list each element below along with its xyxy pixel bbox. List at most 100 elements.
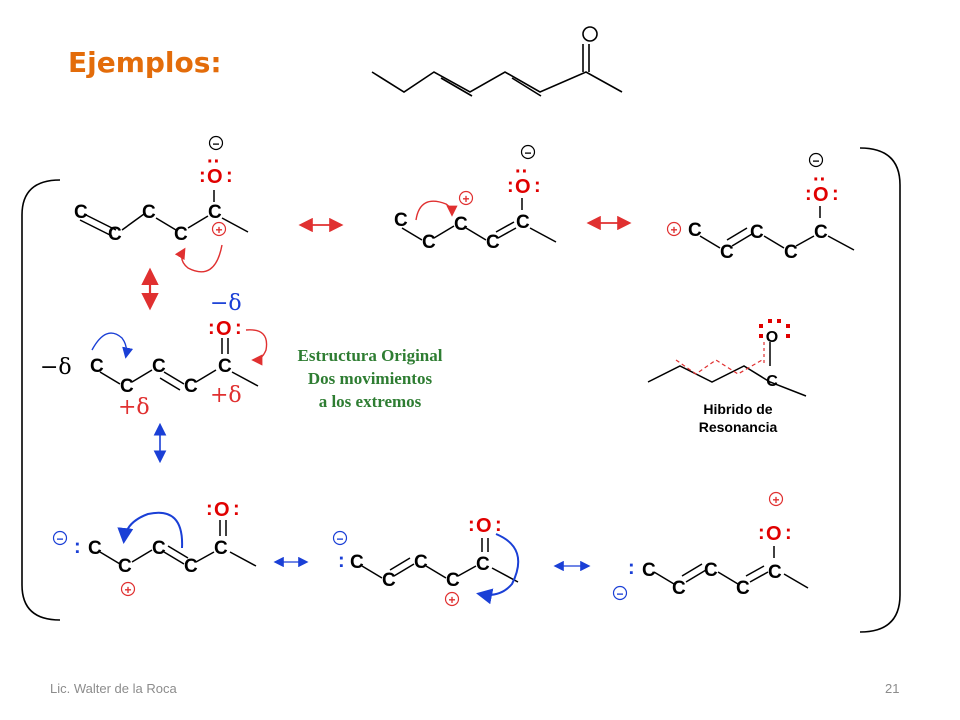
- plus-charge-circle: [666, 221, 682, 237]
- structure-1: C C C C C O : : ·· − +: [74, 135, 249, 273]
- minus-charge-circle: [520, 144, 536, 160]
- lone-pair-left: :: [758, 522, 765, 544]
- atom-c5: C: [218, 356, 232, 377]
- minus-charge-circle: [208, 135, 224, 151]
- atom-c1: C: [74, 202, 88, 223]
- minus-charge-circle: [332, 530, 348, 546]
- plus-charge-sign: +: [670, 223, 677, 237]
- atom-c4: C: [446, 570, 460, 591]
- curved-arrow-red: [245, 329, 268, 366]
- minus-charge-circle: [808, 152, 824, 168]
- atom-c3: C: [152, 356, 166, 377]
- right-bracket: [859, 147, 901, 633]
- atom-c5: C: [768, 562, 782, 583]
- plus-charge-circle: [768, 491, 784, 507]
- atom-c5: C: [208, 202, 222, 223]
- atom-c1: C: [642, 560, 656, 581]
- partial-positive-left: +δ: [118, 395, 150, 420]
- atom-c5: C: [476, 554, 490, 575]
- caption-line-2: Dos movimientos: [308, 369, 433, 388]
- atom-c2: C: [120, 376, 134, 397]
- plus-charge-circle: [211, 221, 227, 237]
- minus-charge-sign: −: [524, 146, 531, 160]
- atom-c4: C: [184, 376, 198, 397]
- atom-c1: C: [688, 220, 702, 241]
- atom-c1: C: [350, 552, 364, 573]
- hybrid-label-1: Hibrido de: [703, 401, 772, 417]
- plus-charge-circle: [458, 190, 474, 206]
- minus-charge-sign: −: [212, 137, 219, 151]
- lone-pair-carbon: :: [74, 536, 81, 558]
- plus-charge-sign: +: [215, 223, 222, 237]
- footer-author: Lic. Walter de la Roca: [50, 681, 177, 696]
- atom-c3: C: [454, 214, 468, 235]
- hybrid-carbon: C: [766, 373, 778, 390]
- lone-pair-left: :: [206, 498, 213, 520]
- atom-c2: C: [118, 556, 132, 577]
- atom-c1: C: [394, 210, 408, 231]
- original-structure: C C C C C O : : −δ +δ −δ +δ: [40, 291, 268, 420]
- caption: Estructura Original Dos movimientos a lo…: [298, 346, 443, 411]
- bottom-structure-2: C C C C C O : : : − +: [332, 514, 520, 607]
- plus-charge-sign: +: [124, 583, 131, 597]
- lone-pair-left: :: [468, 514, 475, 536]
- minus-charge-sign: −: [616, 587, 623, 601]
- bottom-structure-3: C C C C C O : : : − +: [612, 491, 809, 601]
- atom-c1: C: [90, 356, 104, 377]
- atom-oxygen: O: [214, 499, 230, 521]
- atom-oxygen: O: [216, 318, 232, 340]
- structure-3: C C C C C O : : ·· − +: [666, 152, 855, 263]
- minus-charge-circle: [612, 585, 628, 601]
- atom-oxygen: O: [766, 523, 782, 545]
- caption-line-3: a los extremos: [319, 392, 422, 411]
- atom-c5: C: [516, 212, 530, 233]
- atom-oxygen: O: [515, 176, 531, 198]
- atom-c2: C: [108, 224, 122, 245]
- hybrid-label-2: Resonancia: [699, 419, 778, 435]
- lone-pair-left: :: [199, 165, 206, 187]
- atom-c4: C: [784, 242, 798, 263]
- atom-c2: C: [672, 578, 686, 599]
- atom-oxygen: O: [813, 184, 829, 206]
- lone-pair-right: :: [785, 522, 792, 544]
- plus-charge-circle: [444, 591, 460, 607]
- minus-charge-circle: [52, 530, 68, 546]
- bottom-structure-1: C C C C C O : : : − +: [52, 498, 257, 597]
- hybrid-oxygen: O: [766, 329, 778, 346]
- atom-c1: C: [88, 538, 102, 559]
- resonance-hybrid: O C Hibrido de Resonancia: [647, 319, 807, 435]
- atom-c3: C: [704, 560, 718, 581]
- plus-charge-sign: +: [462, 192, 469, 206]
- atom-c3: C: [750, 222, 764, 243]
- lone-pair-top: ··: [207, 151, 220, 173]
- curved-arrow-blue: [476, 533, 520, 605]
- lone-pair-top: ··: [813, 169, 826, 191]
- plus-charge-circle: [120, 581, 136, 597]
- plus-charge-sign: +: [772, 493, 779, 507]
- lone-pair-right: :: [235, 317, 242, 339]
- atom-c4: C: [184, 556, 198, 577]
- atom-c3: C: [152, 538, 166, 559]
- skeletal-structure: [371, 26, 623, 97]
- curved-arrow-red: [174, 244, 223, 273]
- partial-negative-left: −δ: [40, 355, 72, 380]
- curved-arrow-blue: [117, 511, 184, 549]
- lone-pair-right: :: [832, 183, 839, 205]
- minus-charge-sign: −: [56, 532, 63, 546]
- caption-line-1: Estructura Original: [298, 346, 443, 365]
- partial-positive-carbon: +δ: [210, 383, 242, 408]
- atom-c4: C: [174, 224, 188, 245]
- minus-charge-sign: −: [336, 532, 343, 546]
- atom-c2: C: [382, 570, 396, 591]
- lone-pair-left: :: [805, 183, 812, 205]
- lone-pair-right: :: [226, 165, 233, 187]
- curved-arrow-red: [415, 200, 458, 221]
- atom-c3: C: [414, 552, 428, 573]
- structure-2: C C C C C O : : ·· − +: [394, 144, 557, 253]
- atom-c5: C: [814, 222, 828, 243]
- lone-pair-right: :: [534, 175, 541, 197]
- curved-arrow-blue: [91, 332, 134, 359]
- page-number: 21: [885, 681, 900, 696]
- atom-c2: C: [422, 232, 436, 253]
